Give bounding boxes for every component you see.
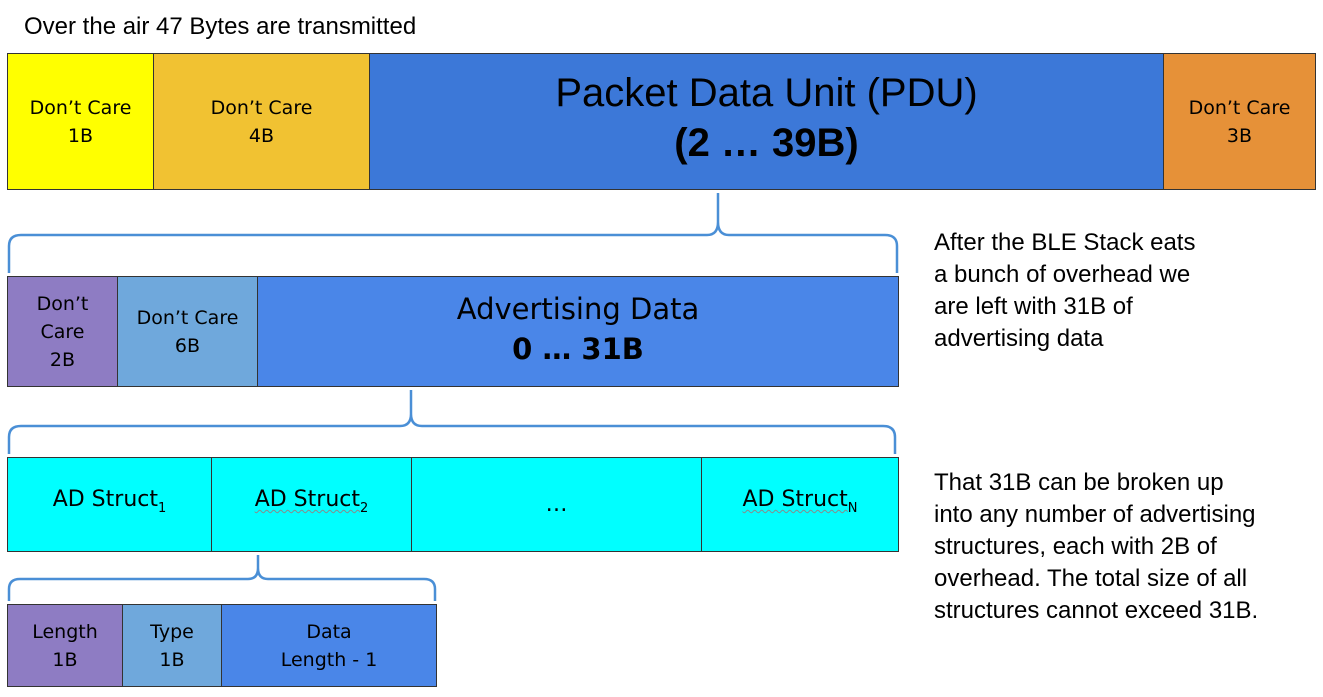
note-line: After the BLE Stack eats [934,229,1196,256]
air-packet-row: Don’t Care 1B Don’t Care 4B Packet Data … [7,53,1316,190]
block-label: Don’t Care [210,96,313,119]
note-line: structures, each with 2B of [934,533,1217,560]
brace-advertising-data-icon [7,390,897,454]
ad-struct-n-label: AD StructN [742,487,858,516]
block-label: Don’t Care [29,96,132,119]
dont-care-2b-block: Don’t Care 2B [8,277,118,386]
ad-struct-breakdown-row: Length 1B Type 1B Data Length - 1 [7,604,437,687]
note-line: structures cannot exceed 31B. [934,597,1259,624]
block-label: Data [306,620,352,643]
type-block: Type 1B [123,605,222,686]
dont-care-1b-block: Don’t Care 1B [8,54,154,189]
length-block: Length 1B [8,605,123,686]
data-block: Data Length - 1 [222,605,436,686]
block-size: Length - 1 [280,648,378,671]
ellipsis: … [545,491,568,517]
note-line: into any number of advertising [934,501,1256,528]
advertising-data-label: Advertising Data [456,291,700,326]
note-line: overhead. The total size of all [934,565,1248,592]
note-structures: That 31B can be broken up into any numbe… [934,467,1258,627]
advertising-data-block: Advertising Data 0 … 31B [258,277,898,386]
note-overhead: After the BLE Stack eats a bunch of over… [934,227,1195,355]
note-line: a bunch of overhead we [934,261,1191,288]
ad-struct-1-label: AD Struct1 [52,487,167,516]
block-size: 6B [174,334,201,357]
block-size: 4B [248,124,275,147]
block-size: 1B [67,124,94,147]
note-line: That 31B can be broken up [934,469,1224,496]
block-size: 1B [159,648,185,671]
ad-struct-2-block: AD Struct2 [212,458,412,551]
diagram-title: Over the air 47 Bytes are transmitted [24,13,417,40]
note-line: advertising data [934,325,1104,352]
note-line: are left with 31B of [934,293,1133,320]
block-label: Type [150,620,194,643]
dont-care-3b-block: Don’t Care 3B [1164,54,1315,189]
block-size: 3B [1226,124,1253,147]
block-label: Don’t Care [136,306,239,329]
block-label: Don’t Care [1188,96,1291,119]
ad-struct-n-block: AD StructN [702,458,898,551]
block-label: Care [40,320,85,343]
dont-care-4b-block: Don’t Care 4B [154,54,370,189]
ad-struct-1-block: AD Struct1 [8,458,212,551]
ad-structures-row: AD Struct1 AD Struct2 … AD StructN [7,457,899,552]
ad-struct-ellipsis-block: … [412,458,702,551]
ad-struct-2-label: AD Struct2 [254,487,369,516]
block-label: Length [32,620,98,643]
brace-ad-struct-icon [7,555,437,601]
block-label: Don’t [36,292,89,315]
pdu-label: Packet Data Unit (PDU) [555,70,978,115]
advertising-data-size: 0 … 31B [512,331,644,366]
block-size: 2B [49,348,76,371]
pdu-size: (2 … 39B) [674,120,859,165]
dont-care-6b-block: Don’t Care 6B [118,277,258,386]
block-size: 1B [52,648,78,671]
brace-pdu-icon [7,193,899,273]
pdu-block: Packet Data Unit (PDU) (2 … 39B) [370,54,1164,189]
pdu-breakdown-row: Don’t Care 2B Don’t Care 6B Advertising … [7,276,899,387]
